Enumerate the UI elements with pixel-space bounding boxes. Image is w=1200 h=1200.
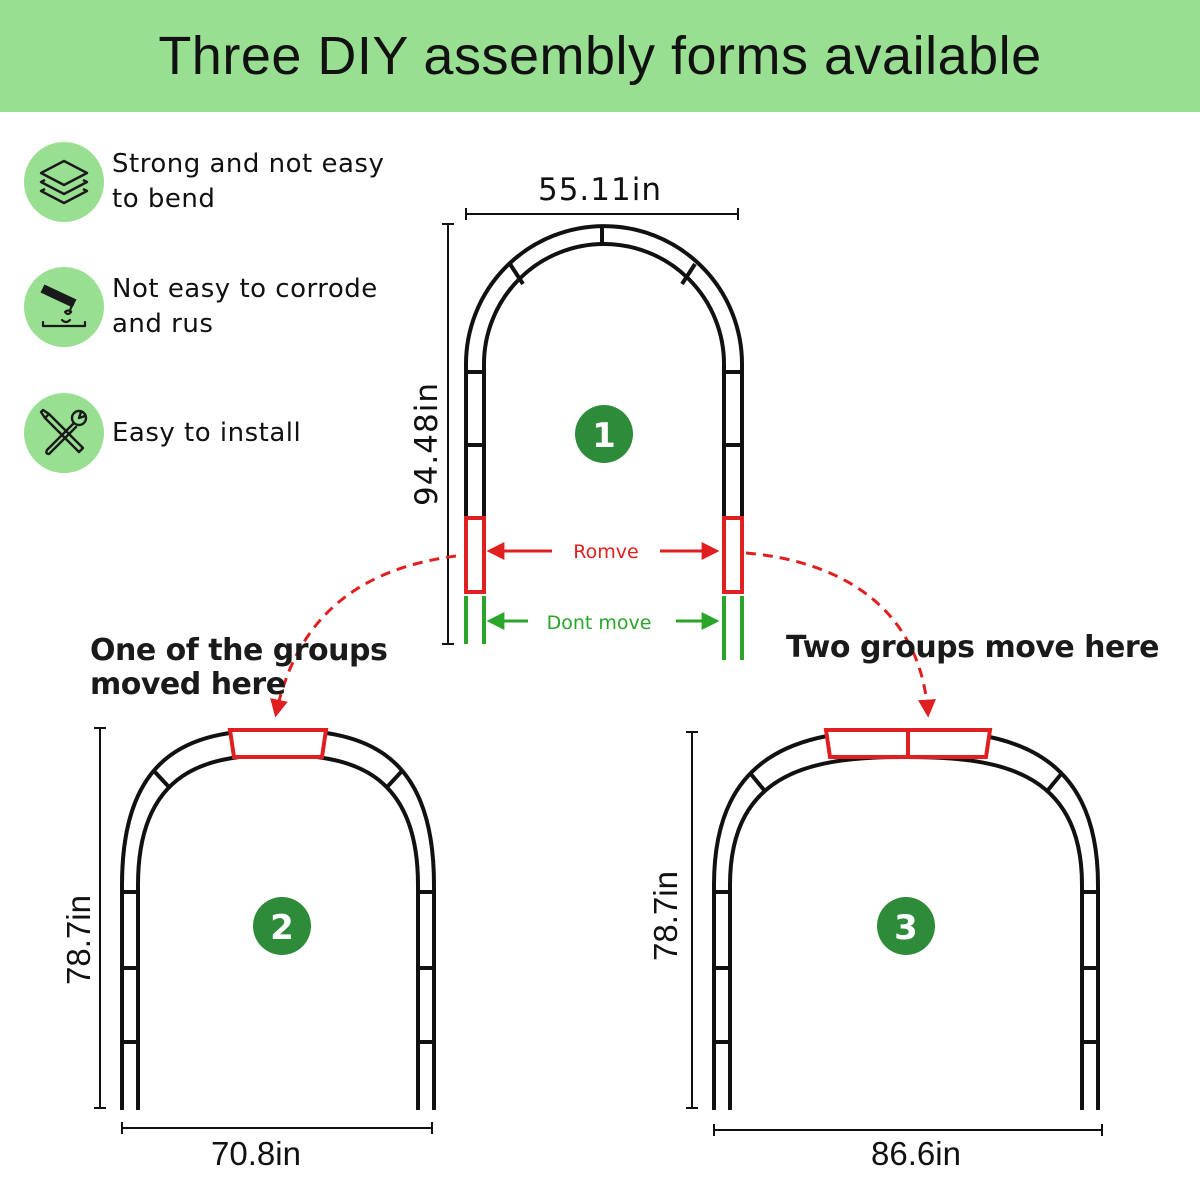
arch-2-width-dimension [121, 1122, 433, 1134]
arch-3-width-label: 86.6in [871, 1135, 961, 1172]
arch-2-width-label: 70.8in [211, 1135, 301, 1172]
feature-corrosion: Not easy to corrode and rus [24, 267, 378, 347]
dashed-arrow-to-arch-3 [745, 551, 936, 718]
arch-1-fixed-legs [464, 596, 744, 660]
title-banner: Three DIY assembly forms available [0, 0, 1200, 112]
arch-1-height-dimension [442, 223, 454, 645]
arch-1 [464, 224, 744, 520]
arch-3-added-segments [823, 728, 993, 759]
corrosion-icon [24, 267, 104, 347]
feature-install: Easy to install [24, 393, 301, 473]
arch-1-height-label: 94.48in [409, 382, 445, 506]
one-group-note-line2: moved here [90, 667, 286, 702]
arch-1-remove-segments [464, 516, 744, 594]
page-title: Three DIY assembly forms available [158, 26, 1042, 86]
arch-3-badge: 3 [877, 897, 935, 955]
arch-2-added-segment [227, 728, 329, 759]
tools-icon [24, 393, 104, 473]
svg-text:2: 2 [270, 908, 294, 948]
svg-text:3: 3 [894, 908, 918, 948]
feature-install-text: Easy to install [112, 417, 302, 448]
dont-move-label: Dont move [547, 612, 652, 634]
arch-1-badge: 1 [575, 405, 633, 463]
arch-2-height-dimension [94, 727, 106, 1109]
two-groups-note: Two groups move here [786, 630, 1159, 665]
arch-3-height-label: 78.7in [647, 871, 684, 961]
feature-corrosion-text: Not easy to corrode and rus [112, 274, 378, 339]
arch-2-badge: 2 [253, 897, 311, 955]
one-group-note-line1: One of the groups [90, 633, 387, 668]
remove-label: Romve [573, 541, 638, 563]
arch-1-width-label: 55.11in [538, 172, 662, 208]
feature-strong-text: Strong and not easy to bend [112, 149, 385, 214]
arch-3-height-dimension [686, 731, 698, 1109]
layers-icon [24, 142, 104, 222]
arch-2-height-label: 78.7in [60, 895, 97, 985]
feature-strong: Strong and not easy to bend [24, 142, 384, 222]
svg-text:1: 1 [592, 416, 616, 456]
arch-3-width-dimension [713, 1124, 1103, 1136]
arch-1-width-dimension [465, 208, 739, 220]
